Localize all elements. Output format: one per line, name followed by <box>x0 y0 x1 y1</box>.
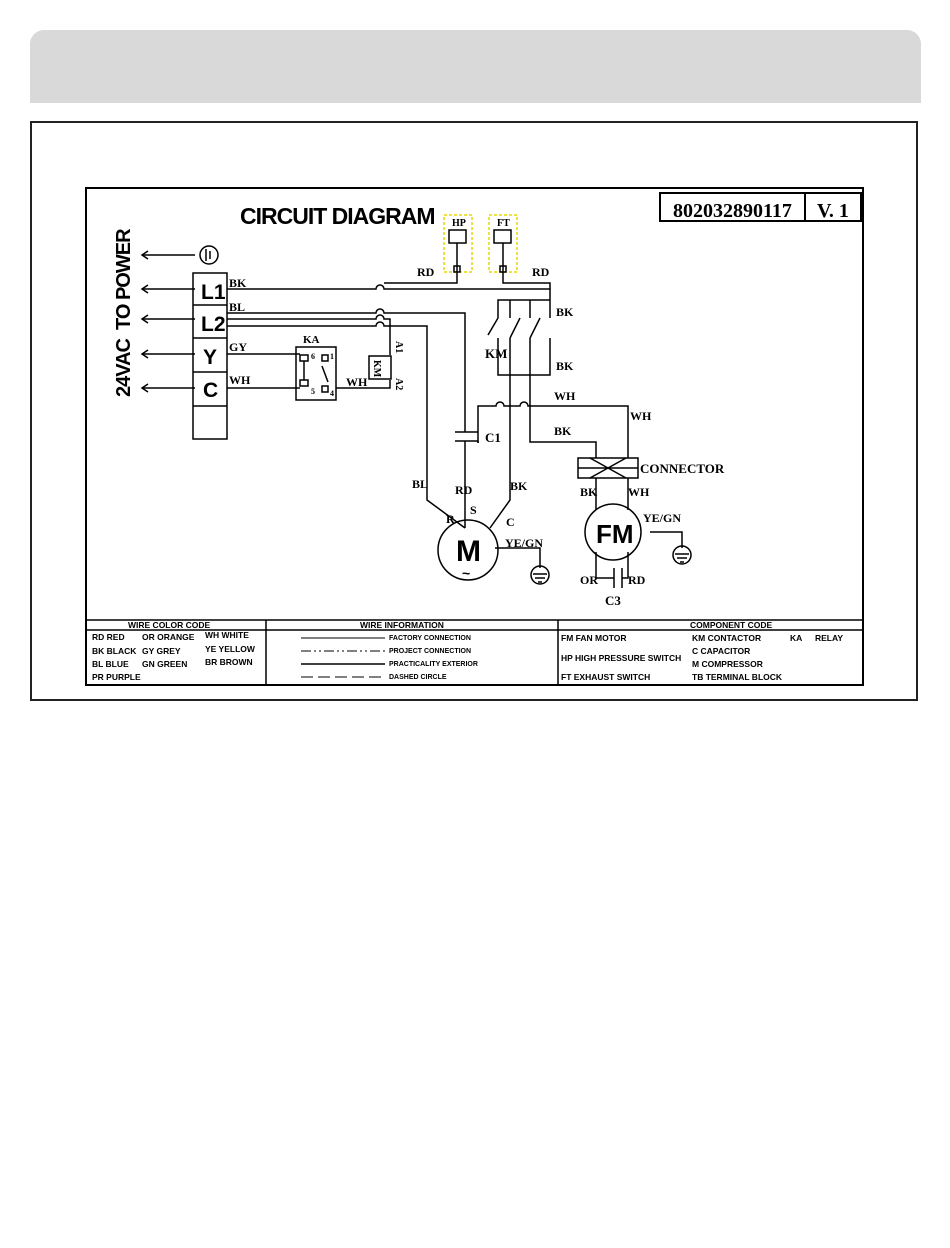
wire-label-bk-m: BK <box>510 479 528 493</box>
wire-color-cell: BK BLACK <box>92 646 137 656</box>
connector <box>577 457 639 479</box>
wire-color-cell: YE YELLOW <box>205 644 256 654</box>
wire-info-project: PROJECT CONNECTION <box>389 648 471 655</box>
header-band <box>30 30 921 103</box>
wire-label-wh-fm: WH <box>628 485 650 499</box>
wire-label-wh-relay: WH <box>346 375 368 389</box>
relay-pin-1: 1 <box>330 352 334 361</box>
motor-tilde: ~ <box>462 565 470 581</box>
wire-label-bk-fm: BK <box>580 485 598 499</box>
wire-label-gy: GY <box>229 340 247 354</box>
km-label: KM <box>485 346 507 361</box>
terminal-y: Y <box>203 346 217 369</box>
wire-color-cell: GY GREY <box>142 646 181 656</box>
component-km: KM CONTACTOR <box>692 633 761 643</box>
ground-symbol-motor <box>530 565 550 585</box>
ground-symbol-fan <box>672 545 692 565</box>
wire-label-rd-m: RD <box>455 483 473 497</box>
wire-info-practicality: PRACTICALITY EXTERIOR <box>389 661 478 668</box>
version: V. 1 <box>817 200 849 222</box>
relay-ka <box>295 346 337 401</box>
wire-color-cell: BR BROWN <box>205 657 253 667</box>
fan-motor <box>584 503 642 561</box>
hp-switch <box>443 214 473 273</box>
legend-wire-info-header: WIRE INFORMATION <box>360 620 444 630</box>
pin-c-label: C <box>506 515 515 529</box>
relay-pin-5: 5 <box>311 387 315 396</box>
wire-label-wh-mid: WH <box>554 389 576 403</box>
ft-switch <box>488 214 518 273</box>
component-ka-name: RELAY <box>815 633 843 643</box>
hp-label: HP <box>452 218 466 229</box>
legend-wire-color-header: WIRE COLOR CODE <box>128 620 210 630</box>
relay-pin-4: 4 <box>330 389 334 398</box>
relay-pin-6: 6 <box>311 352 315 361</box>
relay-ka-label: KA <box>303 334 320 346</box>
wire-label-wh-right: WH <box>630 409 652 423</box>
pin-r-label: R <box>446 512 455 526</box>
a1-label: A1 <box>393 341 404 353</box>
component-m: M COMPRESSOR <box>692 659 763 669</box>
terminal-l2: L2 <box>201 313 226 336</box>
terminal-l1: L1 <box>201 281 226 304</box>
to-power-label: TO POWER <box>113 228 135 330</box>
ye-gn-fan-label: YE/GN <box>643 511 681 525</box>
km-coil <box>368 355 392 380</box>
wire-label-rd-right: RD <box>532 265 550 279</box>
wire-label-bk-km-top: BK <box>556 305 574 319</box>
wire-color-cell: OR ORANGE <box>142 632 195 642</box>
part-number: 802032890117 <box>673 200 792 222</box>
wire-color-cell: PR PURPLE <box>92 672 141 682</box>
component-ft: FT EXHAUST SWITCH <box>561 672 650 682</box>
connector-label: CONNECTOR <box>640 461 725 476</box>
wire-color-cell: RD RED <box>92 632 125 642</box>
terminal-c: C <box>203 379 218 402</box>
motor-label: M <box>456 535 481 568</box>
diagram-frame <box>30 121 918 701</box>
power-arrows <box>140 250 195 393</box>
wire-label-or-c3: OR <box>580 573 598 587</box>
wire-label-rd-left: RD <box>417 265 435 279</box>
wire-label-wh-c: WH <box>229 373 251 387</box>
ye-gn-motor-label: YE/GN <box>505 536 543 550</box>
component-ka-code: KA <box>790 633 802 643</box>
diagram-border <box>85 187 864 686</box>
wire-color-cell: WH WHITE <box>205 630 249 640</box>
c1-label: C1 <box>485 430 501 445</box>
a2-label: A2 <box>393 378 404 390</box>
component-fm: FM FAN MOTOR <box>561 633 626 643</box>
wire-info-factory: FACTORY CONNECTION <box>389 635 471 642</box>
fan-motor-label: FM <box>596 519 634 549</box>
legend-table <box>86 619 863 685</box>
wire-info-dashed: DASHED CIRCLE <box>389 674 447 681</box>
voltage-label: 24VAC <box>113 338 135 397</box>
component-tb: TB TERMINAL BLOCK <box>692 672 783 682</box>
c3-label: C3 <box>605 593 621 608</box>
wire-label-bl-l2: BL <box>229 300 245 314</box>
component-c: C CAPACITOR <box>692 646 750 656</box>
compressor-motor <box>437 519 499 581</box>
wire-color-cell: GN GREEN <box>142 659 187 669</box>
terminal-block <box>192 272 228 440</box>
component-hp: HP HIGH PRESSURE SWITCH <box>561 653 681 663</box>
wire-label-bk-c1: BK <box>554 424 572 438</box>
wires <box>227 272 683 588</box>
wire-color-cell: BL BLUE <box>92 659 129 669</box>
wire-label-bk-l1: BK <box>229 276 247 290</box>
ft-label: FT <box>497 218 510 229</box>
wire-label-bl-m: BL <box>412 477 428 491</box>
km-coil-label: KM <box>371 360 382 378</box>
wire-label-rd-c3: RD <box>628 573 646 587</box>
wire-label-bk-km-mid: BK <box>556 359 574 373</box>
pin-s-label: S <box>470 503 477 517</box>
version-box <box>804 192 862 222</box>
legend-component-header: COMPONENT CODE <box>690 620 773 630</box>
ground-symbol-power <box>199 245 219 265</box>
diagram-title: CIRCUIT DIAGRAM <box>240 203 435 229</box>
